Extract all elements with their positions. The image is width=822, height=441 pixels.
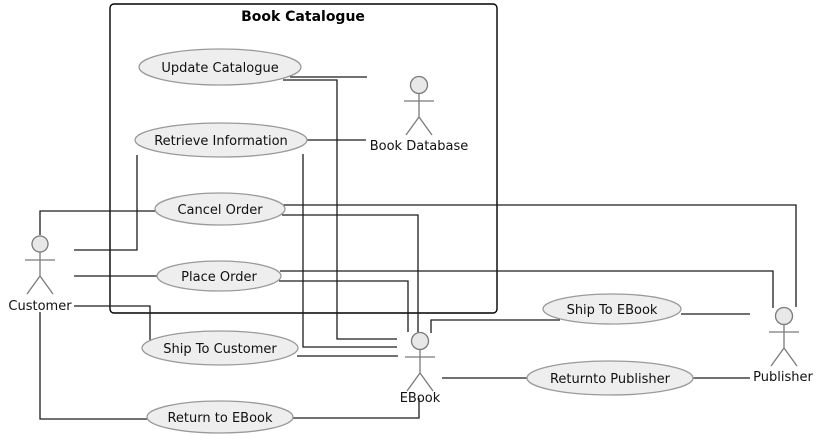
usecase-return-to-ebook-label: Return to EBook xyxy=(167,411,272,426)
usecase-place-order-shape xyxy=(156,260,282,292)
actor-book-database-label: Book Database xyxy=(370,139,469,154)
actor-ebook-body-icon xyxy=(405,349,435,392)
actor-customer-label: Customer xyxy=(8,299,72,314)
associations xyxy=(39,76,797,420)
usecase-ship-to-ebook-shape xyxy=(542,293,682,325)
usecase-cancel-order-shape xyxy=(154,192,286,226)
association-place-order-publisher xyxy=(280,270,774,308)
actor-book-database-body-icon xyxy=(404,93,434,136)
association-cancel-order-ebook xyxy=(282,214,419,332)
association-customer-retrieve-information xyxy=(74,155,138,251)
association-place-order-ebook xyxy=(279,280,409,332)
actor-book-database-head-icon xyxy=(409,75,429,95)
usecase-returnto-publisher: Returnto Publisher xyxy=(526,360,694,396)
usecase-place-order-label: Place Order xyxy=(181,270,257,285)
actor-publisher-body-icon xyxy=(769,324,799,367)
usecase-update-catalogue-label: Update Catalogue xyxy=(161,61,278,76)
usecase-cancel-order-label: Cancel Order xyxy=(177,203,263,218)
usecase-retrieve-information-label: Retrieve Information xyxy=(154,134,288,149)
usecase-return-to-ebook-shape xyxy=(146,400,294,434)
association-retrieve-information-ebook xyxy=(302,154,397,348)
usecase-ship-to-customer: Ship To Customer xyxy=(141,330,299,366)
usecase-returnto-publisher-shape xyxy=(526,360,694,396)
actor-customer-head-icon xyxy=(31,235,49,253)
usecase-returnto-publisher-label: Returnto Publisher xyxy=(550,372,671,387)
usecase-retrieve-information-shape xyxy=(134,122,308,158)
association-return-to-ebook-ebook xyxy=(292,398,420,419)
usecase-ship-to-customer-label: Ship To Customer xyxy=(163,342,277,357)
actor-ebook: EBook xyxy=(400,331,441,406)
usecase-place-order: Place Order xyxy=(156,260,282,292)
usecase-update-catalogue: Update Catalogue xyxy=(138,48,302,86)
association-customer-return-to-ebook xyxy=(39,312,148,420)
usecase-ship-to-customer-shape xyxy=(141,330,299,366)
system-boundary-title: Book Catalogue xyxy=(241,9,365,25)
association-customer-ship-to-customer xyxy=(74,305,151,340)
association-cancel-order-publisher xyxy=(283,204,797,307)
actor-customer-body-icon xyxy=(25,252,55,295)
actor-book-database: Book Database xyxy=(370,75,469,154)
usecase-cancel-order: Cancel Order xyxy=(154,192,286,226)
actor-publisher-head-icon xyxy=(774,306,794,326)
actor-customer: Customer xyxy=(8,235,72,314)
actor-ebook-head-icon xyxy=(410,331,430,351)
usecase-ship-to-ebook-label: Ship To EBook xyxy=(567,303,658,318)
actor-publisher: Publisher xyxy=(753,306,813,385)
actor-ebook-label: EBook xyxy=(400,391,441,406)
usecase-retrieve-information: Retrieve Information xyxy=(134,122,308,158)
association-customer-cancel-order xyxy=(39,210,156,235)
association-ebook-ship-to-ebook xyxy=(430,319,560,333)
actor-publisher-label: Publisher xyxy=(753,370,813,385)
usecase-ship-to-ebook: Ship To EBook xyxy=(542,293,682,325)
usecase-return-to-ebook: Return to EBook xyxy=(146,400,294,434)
usecase-update-catalogue-shape xyxy=(138,48,302,86)
association-update-catalogue-ebook xyxy=(283,79,397,340)
